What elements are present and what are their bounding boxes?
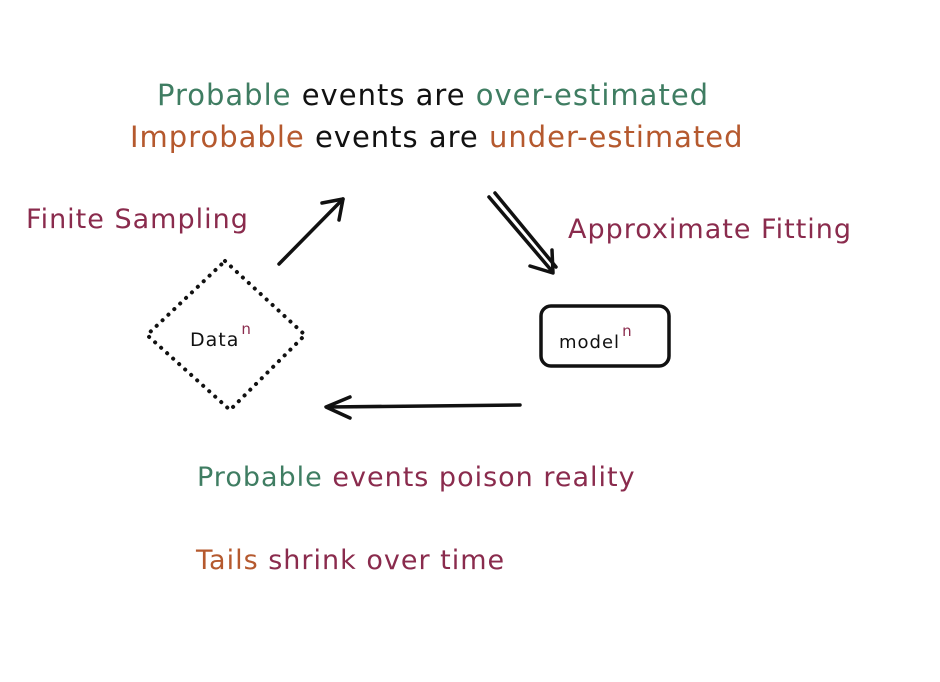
model-node: modeln xyxy=(559,322,633,353)
headline-improbable: Improbable xyxy=(130,120,305,154)
arrow-up-right-icon xyxy=(277,197,345,266)
finite-sampling-label: Finite Sampling xyxy=(26,204,249,235)
headline-events-are-2: events are xyxy=(314,120,479,154)
footer-line-1: Probable events poison reality xyxy=(197,462,636,493)
double-arrow-down-right-icon xyxy=(487,191,558,275)
headline-line-2: Improbable events are under-estimated xyxy=(130,120,744,154)
model-node-sup: n xyxy=(622,322,633,340)
headline-line-1: Probable events are over-estimated xyxy=(157,78,709,112)
model-node-box xyxy=(539,304,671,368)
data-node-label: Data xyxy=(190,329,240,351)
approximate-fitting-label: Approximate Fitting xyxy=(568,214,853,245)
footer-poison-reality: events poison reality xyxy=(332,462,636,493)
arrow-left-icon xyxy=(324,395,522,420)
model-node-label: model xyxy=(559,332,621,353)
data-node-diamond xyxy=(145,259,307,412)
footer-probable: Probable xyxy=(197,462,323,493)
headline-probable: Probable xyxy=(157,78,292,112)
footer-line-2: Tails shrink over time xyxy=(196,545,505,576)
data-node-sup: n xyxy=(241,320,252,338)
footer-shrink-over-time: shrink over time xyxy=(268,545,506,576)
headline-over-estimated: over-estimated xyxy=(475,78,710,112)
headline-under-estimated: under-estimated xyxy=(489,120,744,154)
headline-events-are: events are xyxy=(301,78,466,112)
footer-tails: Tails xyxy=(196,545,259,576)
